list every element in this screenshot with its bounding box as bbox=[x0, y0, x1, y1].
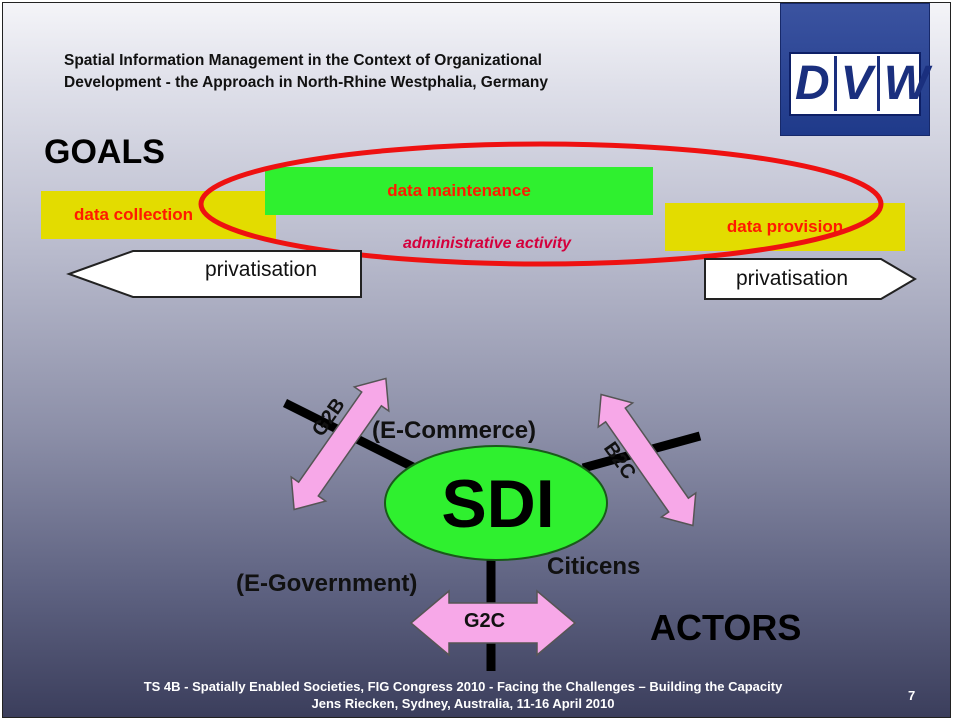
citicens-label: Citicens bbox=[547, 553, 641, 580]
slide-footer: TS 4B - Spatially Enabled Societies, FIG… bbox=[63, 678, 863, 712]
g2c-arrow bbox=[409, 589, 577, 657]
sdi-ellipse bbox=[384, 445, 608, 561]
administrative-activity-ellipse bbox=[198, 141, 884, 267]
diagram-graphics bbox=[66, 141, 917, 671]
privatisation-left-label: privatisation bbox=[204, 258, 318, 281]
data-provision-box: data provision bbox=[665, 203, 905, 251]
privatisation-left-arrow bbox=[66, 250, 362, 298]
goals-heading: GOALS bbox=[44, 133, 165, 171]
footer-line-2: Jens Riecken, Sydney, Australia, 11-16 A… bbox=[311, 696, 615, 711]
actors-heading: ACTORS bbox=[650, 607, 802, 648]
sdi-label: SDI bbox=[441, 466, 555, 542]
data-provision-label: data provision bbox=[726, 217, 844, 236]
administrative-activity-label: administrative activity bbox=[403, 235, 572, 252]
dvw-logo: D V W bbox=[780, 3, 930, 136]
dvw-logo-box: D V W bbox=[789, 51, 929, 116]
footer-line-1: TS 4B - Spatially Enabled Societies, FIG… bbox=[143, 679, 783, 694]
data-maintenance-label: data maintenance bbox=[387, 181, 531, 200]
slide-title-line-1: Spatial Information Management in the Co… bbox=[64, 52, 542, 69]
e-commerce-label: (E-Commerce) bbox=[372, 417, 537, 444]
slide-title: Spatial Information Management in the Co… bbox=[64, 50, 764, 94]
b2c-arrow bbox=[597, 393, 697, 527]
data-maintenance-box: data maintenance bbox=[265, 167, 653, 215]
data-collection-label: data collection bbox=[73, 205, 194, 224]
privatisation-right-arrow bbox=[704, 258, 917, 300]
g2b-arrow bbox=[290, 377, 390, 511]
logo-letter-d: D bbox=[795, 57, 830, 110]
slide-title-line-2: Development - the Approach in North-Rhin… bbox=[64, 74, 549, 91]
page-number: 7 bbox=[908, 688, 916, 703]
g2c-label: G2C bbox=[464, 610, 506, 632]
logo-letter-w: W bbox=[876, 56, 933, 111]
privatisation-right-label: privatisation bbox=[735, 267, 849, 290]
logo-letter-v: V bbox=[833, 56, 877, 111]
e-government-label: (E-Government) bbox=[236, 570, 418, 597]
